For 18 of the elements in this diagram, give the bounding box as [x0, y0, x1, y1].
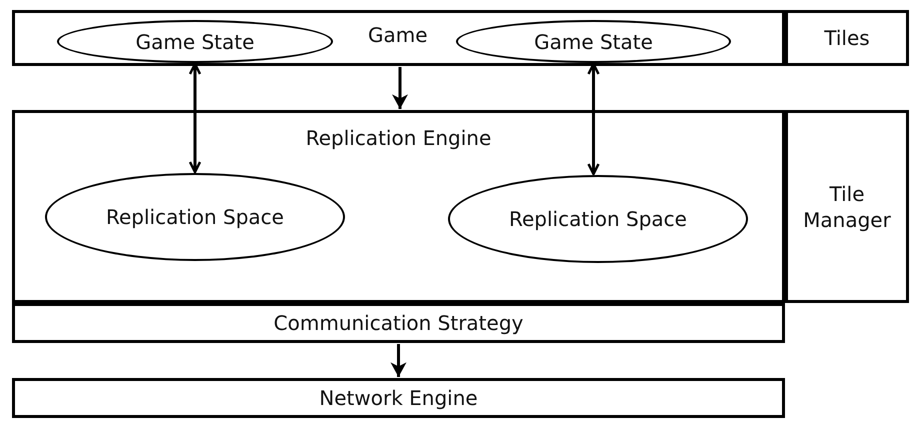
- component-box: [12, 303, 785, 343]
- component-box: [12, 378, 785, 418]
- component-box: [12, 10, 785, 66]
- component-box: [12, 110, 785, 303]
- node-label: Replication Engine: [306, 125, 492, 151]
- arrow: [392, 67, 408, 109]
- component-box: [785, 110, 909, 303]
- node-label: Tiles: [824, 25, 870, 51]
- node-label: Network Engine: [319, 385, 478, 411]
- node-label: Replication Space: [509, 206, 687, 232]
- node-label: Tile Manager: [802, 180, 892, 232]
- node-label: Game State: [136, 28, 254, 54]
- node-label: Game: [368, 22, 428, 48]
- node-label: Game State: [534, 28, 653, 54]
- node-label: Replication Space: [106, 204, 284, 230]
- node-label: Communication Strategy: [274, 310, 524, 336]
- arrow: [390, 344, 406, 377]
- component-box: [785, 10, 909, 66]
